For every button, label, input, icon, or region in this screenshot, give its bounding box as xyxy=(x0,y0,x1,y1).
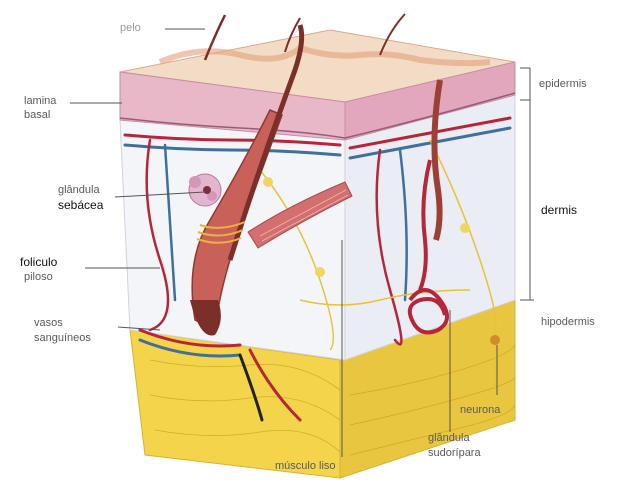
label-glandula-sebacea-1: glândula xyxy=(58,184,100,197)
label-musculo-liso: músculo liso xyxy=(275,460,336,473)
label-pelo: pelo xyxy=(120,22,141,35)
label-neurona: neurona xyxy=(460,404,500,417)
label-dermis: dermis xyxy=(541,204,577,217)
nerve-ending xyxy=(263,177,273,187)
label-vasos-sanguineos-2: sanguíneos xyxy=(34,332,91,345)
nerve-ending xyxy=(460,223,470,233)
label-vasos-sanguineos-1: vasos xyxy=(34,317,63,330)
label-glandula-sudoripara-1: glândula xyxy=(428,432,470,445)
label-glandula-sebacea-2: sebácea xyxy=(58,199,103,212)
label-lamina-basal-2: basal xyxy=(24,109,50,122)
label-hipodermis: hipodermis xyxy=(541,316,595,329)
label-lamina-basal-1: lamina xyxy=(24,95,56,108)
sebaceous-gland xyxy=(189,174,221,206)
label-glandula-sudoripara-2: sudorípara xyxy=(428,447,481,460)
label-foliculo-piloso-2: piloso xyxy=(24,271,53,284)
nerve-ending xyxy=(315,267,325,277)
neuron-cell xyxy=(490,335,500,345)
label-epidermis: epidermis xyxy=(539,78,587,91)
label-foliculo-piloso-1: foliculo xyxy=(20,256,57,269)
